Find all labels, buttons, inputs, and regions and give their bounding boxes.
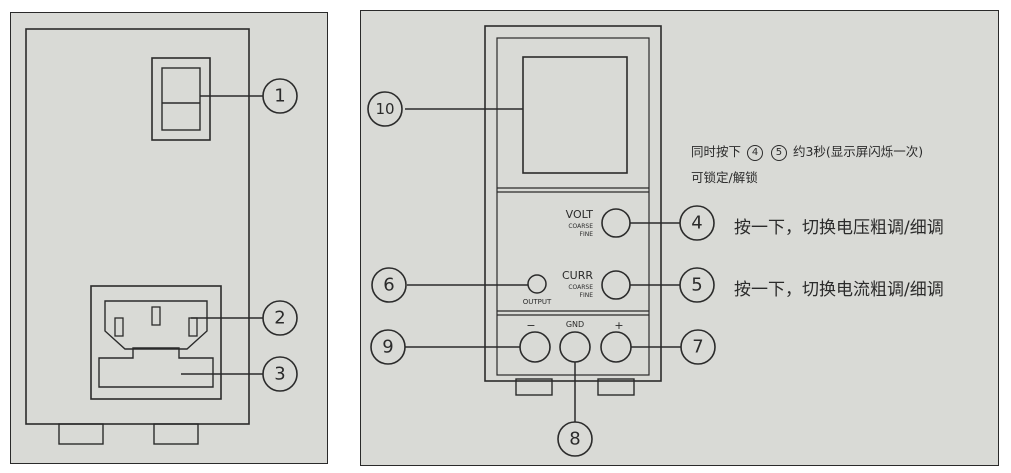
terminal-gnd	[560, 332, 590, 362]
terminal-plus	[601, 332, 631, 362]
rear-foot-right	[154, 424, 198, 444]
power-switch-housing	[152, 58, 210, 140]
output-label: OUTPUT	[523, 298, 552, 306]
volt-coarse-label: COARSE	[568, 223, 593, 230]
callout-3-num: 3	[274, 364, 285, 385]
ac-inlet-housing	[91, 286, 221, 399]
lock-note-prefix: 同时按下	[691, 144, 741, 159]
lock-note-suffix: 约3秒(显示屏闪烁一次)	[793, 144, 923, 159]
callout-10-num: 10	[375, 100, 394, 118]
callout-5: 5	[680, 268, 714, 302]
volt-note: 按一下，切换电压粗调/细调	[734, 213, 944, 238]
callout-1-num: 1	[274, 86, 285, 107]
callout-10: 10	[368, 92, 402, 126]
rear-chassis	[26, 29, 249, 424]
curr-fine-label: FINE	[580, 292, 594, 299]
fuse-drawer	[99, 348, 213, 387]
callout-9: 9	[371, 330, 405, 364]
callout-3: 3	[263, 357, 297, 391]
lock-note-line2: 可锁定/解锁	[691, 167, 758, 186]
terminal-minus	[520, 332, 550, 362]
front-view-panel: VOLT COARSE FINE CURR COARSE FINE OUTPUT…	[360, 10, 999, 466]
callout-6: 6	[372, 268, 406, 302]
callout-2: 2	[263, 301, 297, 335]
callout-8-num: 8	[569, 429, 580, 450]
callout-5-num: 5	[691, 275, 702, 296]
curr-note: 按一下，切换电流粗调/细调	[734, 275, 944, 300]
front-view-diagram: VOLT COARSE FINE CURR COARSE FINE OUTPUT…	[361, 11, 998, 465]
display-screen	[523, 57, 627, 173]
lock-ref-5: 5	[771, 145, 787, 161]
callout-7-num: 7	[692, 337, 703, 358]
rear-foot-left	[59, 424, 103, 444]
callout-9-num: 9	[382, 337, 393, 358]
volt-knob	[602, 209, 630, 237]
gnd-label: GND	[566, 320, 584, 329]
callout-6-num: 6	[383, 275, 394, 296]
callout-1: 1	[263, 79, 297, 113]
curr-label: CURR	[562, 269, 593, 282]
rear-view-diagram: 1 2 3	[11, 13, 327, 463]
plus-label: +	[614, 319, 623, 332]
volt-label: VOLT	[566, 208, 594, 221]
callout-7: 7	[681, 330, 715, 364]
minus-label: −	[526, 319, 535, 332]
power-switch-rocker	[162, 68, 200, 130]
callout-2-num: 2	[274, 308, 285, 329]
callout-4-num: 4	[691, 213, 702, 234]
rear-view-panel: 1 2 3	[10, 12, 328, 464]
lock-ref-4: 4	[747, 145, 763, 161]
volt-fine-label: FINE	[580, 231, 594, 238]
callout-4: 4	[680, 206, 714, 240]
callout-8: 8	[558, 422, 592, 456]
output-button	[528, 275, 546, 293]
lock-note-line1: 同时按下 4 5 约3秒(显示屏闪烁一次)	[691, 141, 923, 161]
curr-coarse-label: COARSE	[568, 284, 593, 291]
curr-knob	[602, 271, 630, 299]
